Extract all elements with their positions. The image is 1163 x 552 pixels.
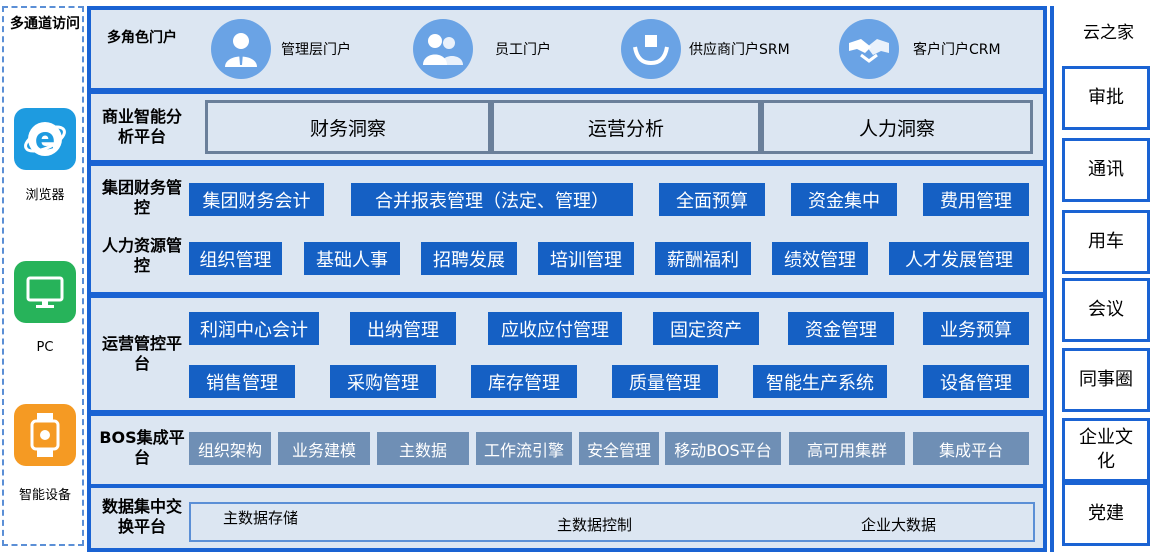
portal-manager-label: 管理层门户 [281, 42, 351, 58]
cloud-item-approval[interactable]: 审批 [1062, 66, 1150, 130]
channel-access-title: 多通道访问 [10, 16, 80, 32]
pc-icon[interactable] [14, 261, 76, 323]
operations-item[interactable]: 利润中心会计 [189, 312, 319, 345]
hr-item[interactable]: 培训管理 [538, 242, 634, 275]
cloud-item-car[interactable]: 用车 [1062, 210, 1150, 274]
portal-manager[interactable]: 管理层门户 [211, 19, 351, 79]
operations-item[interactable]: 智能生产系统 [753, 365, 887, 398]
operations-item[interactable]: 库存管理 [471, 365, 577, 398]
operations-item[interactable]: 销售管理 [189, 365, 295, 398]
operations-band: 运营管控平台 利润中心会计 出纳管理 应收应付管理 固定资产 资金管理 业务预算… [91, 298, 1043, 410]
portal-supplier-label: 供应商门户SRM [689, 42, 790, 58]
hr-item[interactable]: 绩效管理 [772, 242, 868, 275]
hr-item[interactable]: 薪酬福利 [655, 242, 751, 275]
bi-finance-insight[interactable]: 财务洞察 [205, 100, 491, 154]
data-item-control[interactable]: 主数据控制 [557, 516, 633, 534]
hr-label: 人力资源管控 [101, 236, 182, 275]
portal-customer-label: 客户门户CRM [913, 42, 1001, 58]
supplier-icon [621, 19, 681, 79]
cloud-home-column: 云之家 审批 通讯 用车 会议 同事圈 企业文化 党建 [1050, 6, 1163, 552]
portal-label: 多角色门户 [107, 30, 177, 46]
bos-item[interactable]: 主数据 [377, 432, 469, 465]
bi-band: 商业智能分析平台 财务洞察 运营分析 人力洞察 [91, 94, 1043, 160]
handshake-icon [839, 19, 899, 79]
hr-item[interactable]: 基础人事 [304, 242, 400, 275]
bos-item[interactable]: 安全管理 [579, 432, 659, 465]
data-band: 数据集中交换平台 主数据存储 主数据控制 企业大数据 [91, 488, 1043, 548]
browser-icon[interactable]: e [14, 108, 76, 170]
operations-item[interactable]: 质量管理 [612, 365, 718, 398]
cloud-item-party[interactable]: 党建 [1062, 482, 1150, 546]
operations-item[interactable]: 采购管理 [330, 365, 436, 398]
cloud-home-title: 云之家 [1083, 23, 1134, 43]
bos-item[interactable]: 移动BOS平台 [665, 432, 781, 465]
bi-operation-analysis[interactable]: 运营分析 [491, 100, 761, 154]
group-finance-item[interactable]: 全面预算 [659, 183, 765, 216]
bos-item[interactable]: 工作流引擎 [476, 432, 572, 465]
channel-access-column: 多通道访问 e 浏览器 PC 智能设备 [2, 6, 84, 546]
portal-customer[interactable]: 客户门户CRM [839, 19, 1001, 79]
bos-band: BOS集成平台 组织架构 业务建模 主数据 工作流引擎 安全管理 移动BOS平台… [91, 416, 1043, 484]
operations-item[interactable]: 出纳管理 [350, 312, 456, 345]
data-platform-box: 主数据存储 主数据控制 企业大数据 [189, 502, 1035, 542]
bos-item[interactable]: 组织架构 [189, 432, 271, 465]
portal-employee-label: 员工门户 [495, 42, 551, 58]
cloud-item-communication[interactable]: 通讯 [1062, 138, 1150, 202]
bos-item[interactable]: 集成平台 [913, 432, 1029, 465]
bos-label: BOS集成平台 [99, 428, 185, 467]
platform-architecture: 多角色门户 管理层门户 员工门户 供应商门户SRM 客户门户CRM [87, 6, 1047, 552]
data-item-storage[interactable]: 主数据存储 [223, 509, 299, 527]
hr-item[interactable]: 人才发展管理 [889, 242, 1029, 275]
pc-label: PC [36, 340, 54, 355]
portal-band: 多角色门户 管理层门户 员工门户 供应商门户SRM 客户门户CRM [91, 10, 1043, 88]
operations-item[interactable]: 固定资产 [653, 312, 759, 345]
hr-item[interactable]: 组织管理 [189, 242, 282, 275]
smartwatch-icon[interactable] [14, 404, 76, 466]
data-label: 数据集中交换平台 [101, 497, 182, 536]
group-finance-label: 集团财务管控 [101, 178, 182, 217]
group-finance-item[interactable]: 合并报表管理（法定、管理） [351, 183, 633, 216]
browser-label: 浏览器 [25, 188, 65, 203]
group-finance-item[interactable]: 费用管理 [923, 183, 1029, 216]
operations-label: 运营管控平台 [101, 334, 182, 373]
operations-item[interactable]: 资金管理 [788, 312, 894, 345]
operations-item[interactable]: 业务预算 [923, 312, 1029, 345]
bos-item[interactable]: 业务建模 [278, 432, 370, 465]
cloud-item-culture[interactable]: 企业文化 [1062, 418, 1150, 482]
data-item-big-data[interactable]: 企业大数据 [861, 516, 937, 534]
smart-device-label: 智能设备 [18, 488, 71, 503]
bi-label: 商业智能分析平台 [101, 107, 182, 146]
manager-icon [211, 19, 271, 79]
bos-item[interactable]: 高可用集群 [789, 432, 905, 465]
employees-icon [413, 19, 473, 79]
group-finance-item[interactable]: 集团财务会计 [189, 183, 324, 216]
portal-supplier[interactable]: 供应商门户SRM [621, 19, 790, 79]
cloud-item-meeting[interactable]: 会议 [1062, 278, 1150, 342]
bi-hr-insight[interactable]: 人力洞察 [761, 100, 1033, 154]
portal-employee[interactable]: 员工门户 [413, 19, 551, 79]
group-finance-item[interactable]: 资金集中 [791, 183, 897, 216]
operations-item[interactable]: 应收应付管理 [488, 312, 622, 345]
finance-hr-band: 集团财务管控 集团财务会计 合并报表管理（法定、管理） 全面预算 资金集中 费用… [91, 166, 1043, 292]
operations-item[interactable]: 设备管理 [923, 365, 1029, 398]
cloud-item-colleague-circle[interactable]: 同事圈 [1062, 348, 1150, 412]
hr-item[interactable]: 招聘发展 [421, 242, 517, 275]
